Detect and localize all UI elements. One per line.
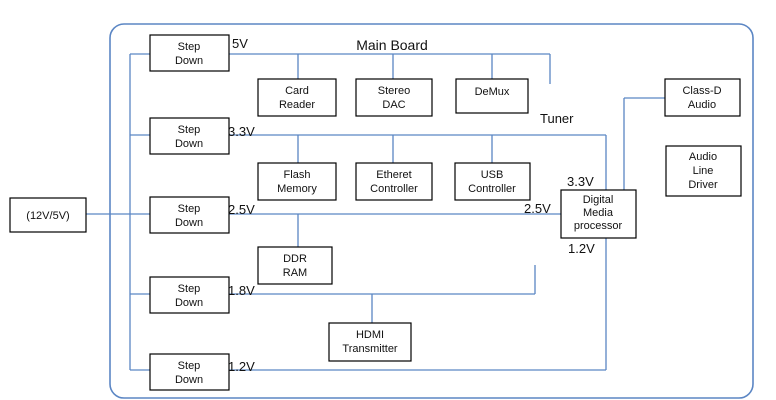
- usb-controller-line2: Controller: [468, 183, 516, 195]
- ethernet-controller-line2: Controller: [370, 183, 418, 195]
- ddr-ram-line2: RAM: [283, 267, 307, 279]
- card-reader: Card Reader: [257, 78, 337, 117]
- ethernet-controller: Etheret Controller: [355, 162, 433, 201]
- dmp-line3: processor: [574, 220, 623, 232]
- audio-line-driver-line2: Line: [693, 165, 714, 177]
- rail-2v5-label: 2.5V: [228, 202, 255, 217]
- step-down-3: Step Down: [149, 196, 230, 234]
- step-down-4-line2: Down: [175, 297, 203, 309]
- step-down-5-line2: Down: [175, 374, 203, 386]
- digital-media-processor: Digital Media processor: [560, 189, 637, 239]
- step-down-5: Step Down: [149, 353, 230, 391]
- power-input: (12V/5V): [9, 197, 87, 233]
- dmp-rail-left-label: 2.5V: [524, 201, 551, 216]
- class-d-audio: Class-D Audio: [664, 78, 741, 117]
- step-down-2-line2: Down: [175, 138, 203, 150]
- step-down-4: Step Down: [149, 276, 230, 314]
- stereo-dac-line1: Stereo: [378, 85, 410, 97]
- step-down-3-line1: Step: [178, 203, 201, 215]
- dmp-line1: Digital: [583, 194, 614, 206]
- class-d-audio-line1: Class-D: [682, 85, 721, 97]
- usb-controller-line1: USB: [481, 169, 504, 181]
- hdmi-transmitter-line2: Transmitter: [342, 343, 398, 355]
- rail-1v2-label: 1.2V: [228, 359, 255, 374]
- usb-controller: USB Controller: [454, 162, 531, 201]
- step-down-1: Step Down: [149, 34, 230, 72]
- step-down-2-line1: Step: [178, 124, 201, 136]
- audio-line-driver: Audio Line Driver: [665, 145, 742, 197]
- ddr-ram-line1: DDR: [283, 253, 307, 265]
- flash-memory-line1: Flash: [284, 169, 311, 181]
- step-down-5-line1: Step: [178, 360, 201, 372]
- main-board-outline: [109, 23, 754, 399]
- step-down-1-line2: Down: [175, 55, 203, 67]
- hdmi-transmitter: HDMI Transmitter: [328, 322, 412, 362]
- demux-label: DeMux: [475, 86, 510, 98]
- ethernet-controller-line1: Etheret: [376, 169, 411, 181]
- stereo-dac-line2: DAC: [382, 99, 405, 111]
- stereo-dac: Stereo DAC: [355, 78, 433, 117]
- demux: DeMux: [455, 78, 529, 114]
- hdmi-transmitter-line1: HDMI: [356, 329, 384, 341]
- step-down-2: Step Down: [149, 117, 230, 155]
- audio-line-driver-line3: Driver: [688, 179, 718, 191]
- dmp-line2: Media: [583, 207, 614, 219]
- step-down-1-line1: Step: [178, 41, 201, 53]
- flash-memory: Flash Memory: [257, 162, 337, 201]
- audio-line-driver-line1: Audio: [689, 151, 717, 163]
- rail-1v8-label: 1.8V: [228, 283, 255, 298]
- power-input-label: (12V/5V): [26, 210, 69, 222]
- rail-3v3-label: 3.3V: [228, 124, 255, 139]
- class-d-audio-line2: Audio: [688, 99, 716, 111]
- card-reader-line1: Card: [285, 85, 309, 97]
- dmp-rail-top-label: 3.3V: [567, 174, 594, 189]
- flash-memory-line2: Memory: [277, 183, 317, 195]
- rail-5v-label: 5V: [232, 36, 248, 51]
- dmp-rail-bottom-label: 1.2V: [568, 241, 595, 256]
- wiring: [86, 53, 665, 371]
- main-board-title: Main Board: [356, 37, 428, 53]
- tuner-label: Tuner: [540, 111, 574, 126]
- step-down-3-line2: Down: [175, 217, 203, 229]
- ddr-ram: DDR RAM: [257, 246, 333, 285]
- card-reader-line2: Reader: [279, 99, 315, 111]
- step-down-4-line1: Step: [178, 283, 201, 295]
